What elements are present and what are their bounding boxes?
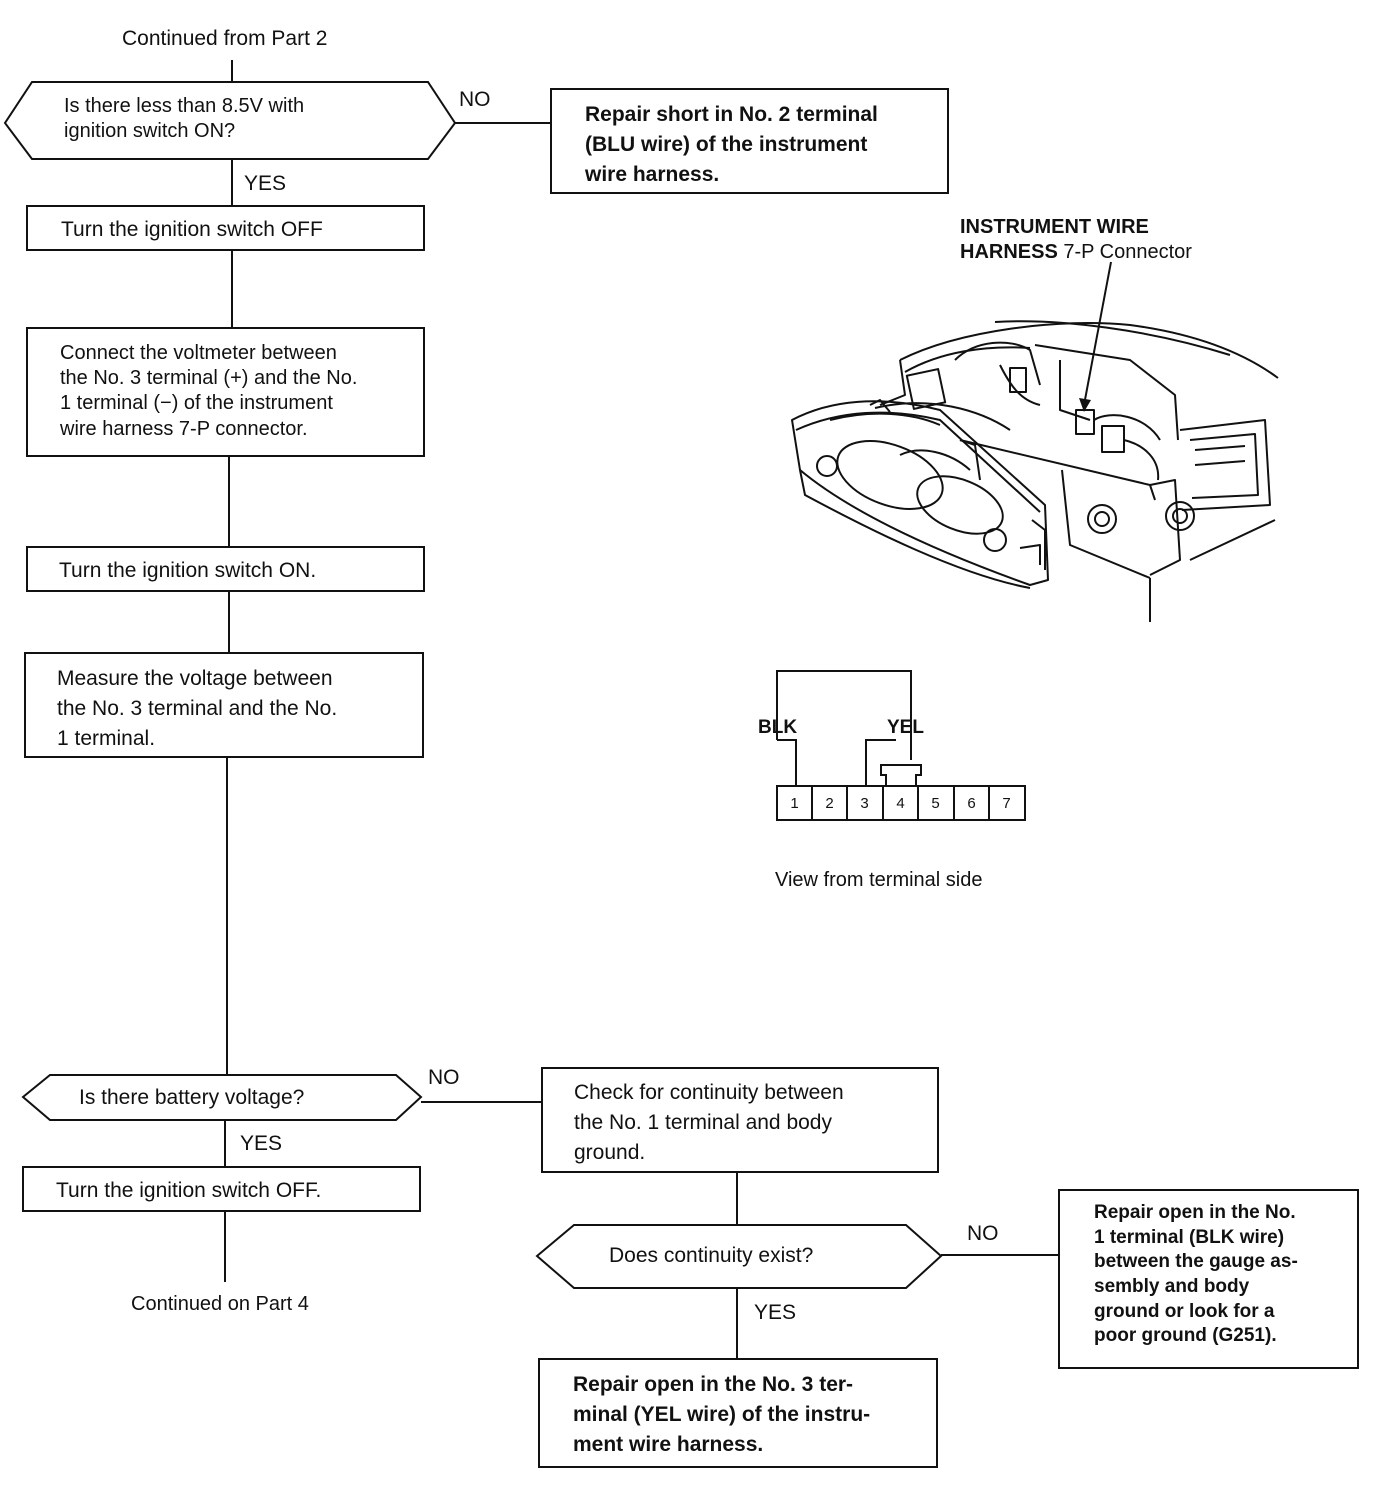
check-continuity-box: Check for continuity between the No. 1 t…	[541, 1067, 939, 1173]
repair-open-yel-wire-box: Repair open in the No. 3 ter- minal (YEL…	[538, 1358, 938, 1468]
step-connect-voltmeter-box: Connect the voltmeter between the No. 3 …	[26, 327, 425, 457]
connector-pin-7: 7	[1002, 795, 1011, 812]
decision-continuity-exist: Does continuity exist?	[609, 1244, 814, 1267]
decision-1-yes-label: YES	[244, 172, 287, 195]
decision-shape-2	[21, 1074, 423, 1121]
connector-pin-5: 5	[931, 795, 940, 812]
terminal-view-caption: View from terminal side	[775, 869, 983, 891]
repair-short-no2-terminal-box: Repair short in No. 2 terminal (BLU wire…	[550, 88, 949, 194]
step-ignition-off-2-box: Turn the ignition switch OFF.	[22, 1166, 421, 1212]
decision-3-yes-label: YES	[754, 1301, 797, 1324]
connector-pin-1: 1	[790, 795, 799, 812]
connector-callout-label: INSTRUMENT WIRE HARNESS 7-P Connector	[960, 215, 1192, 265]
connector-pin-6: 6	[967, 795, 976, 812]
dashboard-illustration	[791, 320, 1279, 622]
step-ignition-off-box: Turn the ignition switch OFF	[26, 205, 425, 251]
decision-2-yes-label: YES	[240, 1132, 283, 1155]
step-measure-voltage-text: Measure the voltage between the No. 3 te…	[57, 667, 338, 750]
step-connect-voltmeter-text: Connect the voltmeter between the No. 3 …	[60, 342, 358, 440]
decision-1-no-label: NO	[459, 88, 491, 111]
step-ignition-on-text: Turn the ignition switch ON.	[59, 559, 317, 582]
repair-open-blk-text: Repair open in the No. 1 terminal (BLK w…	[1094, 1202, 1298, 1347]
step-ignition-off-2-text: Turn the ignition switch OFF.	[56, 1179, 322, 1202]
decision-3-no-label: NO	[967, 1222, 999, 1245]
step-measure-voltage-box: Measure the voltage between the No. 3 te…	[24, 652, 424, 758]
callout-arrow	[1083, 261, 1112, 406]
repair-open-yel-text: Repair open in the No. 3 ter- minal (YEL…	[573, 1373, 871, 1456]
continued-on-label: Continued on Part 4	[131, 1293, 309, 1315]
connector-callout-bold: INSTRUMENT WIRE HARNESS	[960, 216, 1149, 263]
connector-pin-2: 2	[825, 795, 834, 812]
step-ignition-on-box: Turn the ignition switch ON.	[26, 546, 425, 592]
decision-voltage-below-8-5v: Is there less than 8.5V with ignition sw…	[64, 95, 305, 142]
check-continuity-text: Check for continuity between the No. 1 t…	[574, 1081, 844, 1164]
decision-battery-voltage: Is there battery voltage?	[79, 1086, 305, 1109]
repair-open-blk-wire-box: Repair open in the No. 1 terminal (BLK w…	[1058, 1189, 1359, 1369]
wire-yel-label: YEL	[887, 717, 924, 738]
connector-callout-rest: 7-P Connector	[1057, 241, 1192, 263]
decision-shape-3	[535, 1224, 943, 1289]
wire-blk-label: BLK	[758, 717, 798, 738]
repair-short-text: Repair short in No. 2 terminal (BLU wire…	[585, 103, 878, 186]
connector-pin-4: 4	[896, 795, 905, 812]
continued-from-label: Continued from Part 2	[122, 27, 328, 50]
step-ignition-off-text: Turn the ignition switch OFF	[61, 218, 323, 241]
callout-arrowhead	[1079, 398, 1091, 412]
decision-shape-1	[3, 81, 457, 160]
connector-pin-3: 3	[860, 795, 869, 812]
decision-2-no-label: NO	[428, 1066, 460, 1089]
